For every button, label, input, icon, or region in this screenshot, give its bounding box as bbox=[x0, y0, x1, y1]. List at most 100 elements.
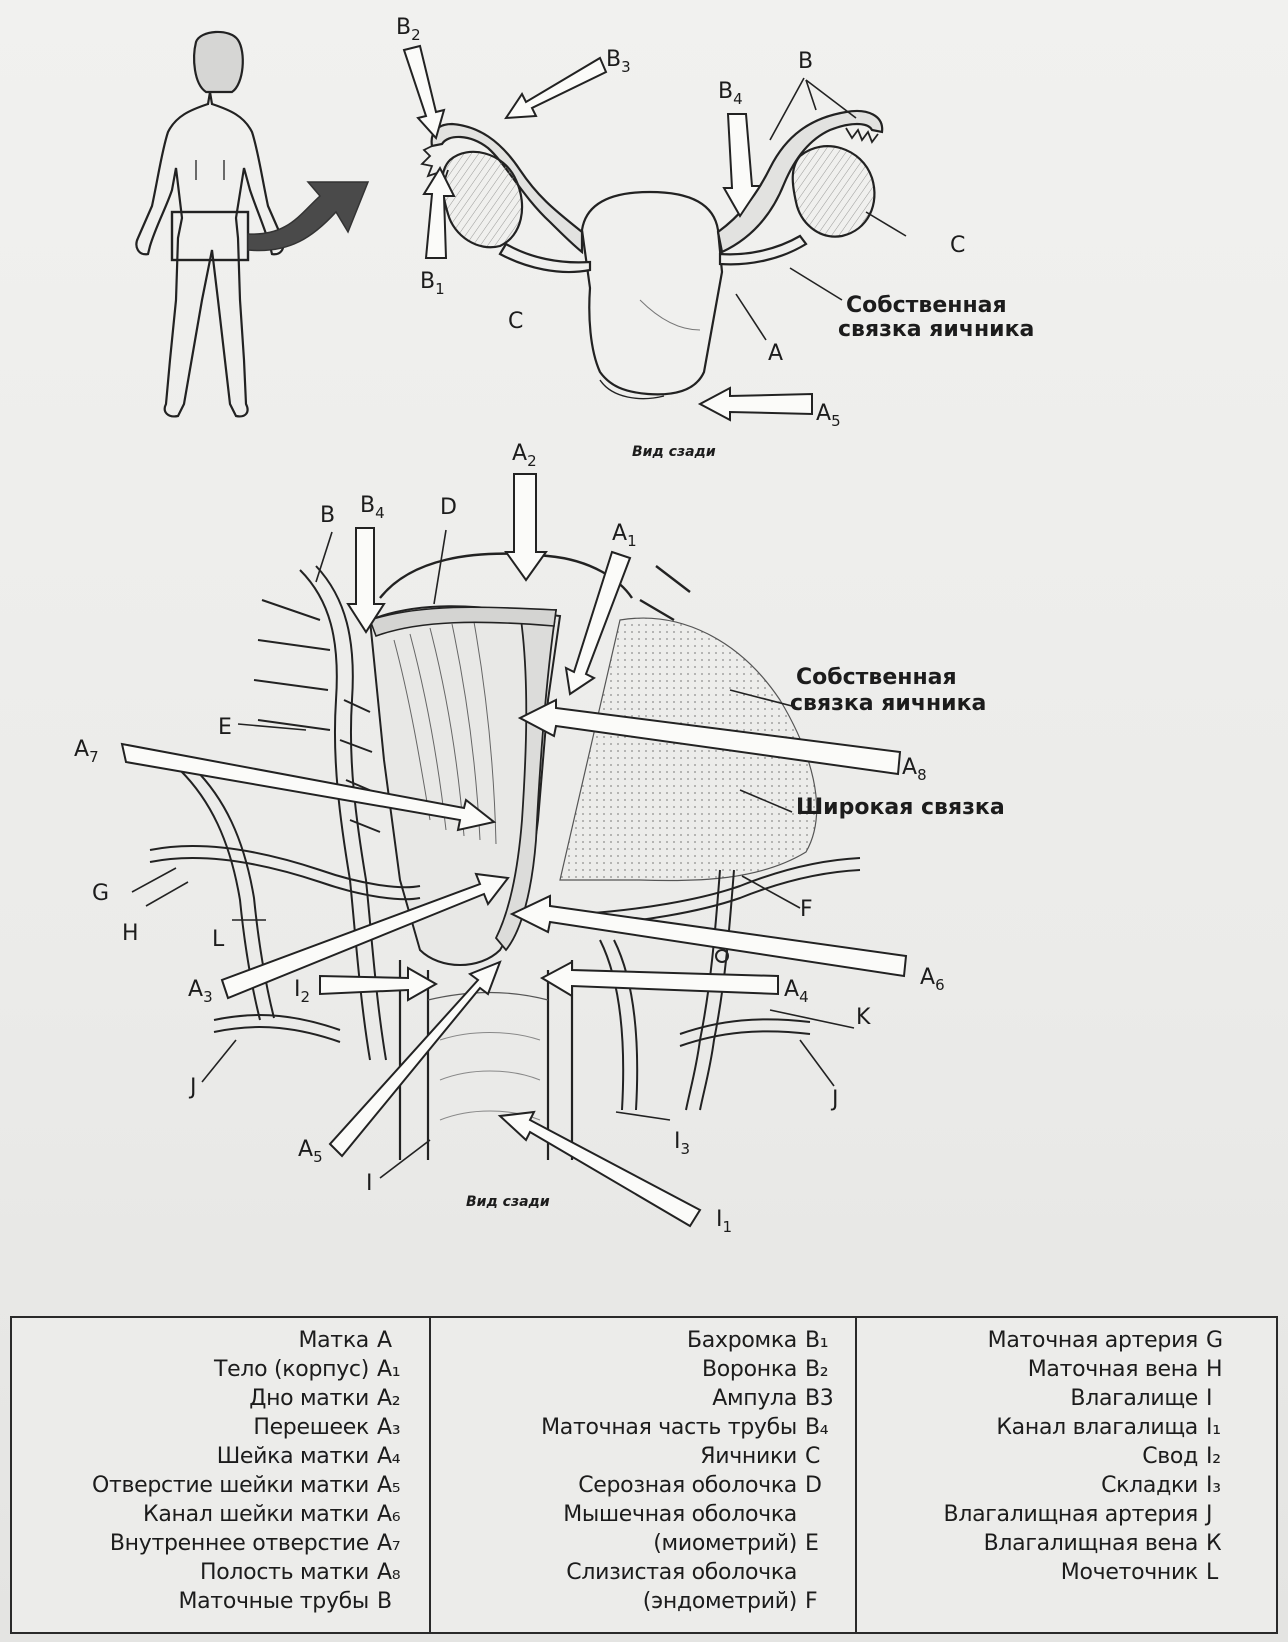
label-h: H bbox=[122, 921, 139, 946]
legend-row: Влагалищная артерияJ bbox=[863, 1500, 1270, 1529]
bottom-caption: Вид сзади bbox=[466, 1194, 550, 1210]
label-a4: A4 bbox=[784, 977, 809, 1006]
label-b3: B3 bbox=[606, 47, 631, 76]
legend-term: Свод bbox=[863, 1442, 1206, 1471]
legend-term: Серозная оболочка bbox=[437, 1471, 805, 1500]
legend-term: Воронка bbox=[437, 1355, 805, 1384]
broad-ligament-label: Широкая связка bbox=[796, 795, 1005, 820]
legend-code: I bbox=[1206, 1384, 1270, 1413]
label-e: E bbox=[218, 715, 232, 740]
legend-term: Складки bbox=[863, 1471, 1206, 1500]
label-i3: I3 bbox=[674, 1129, 690, 1158]
label-b4: B4 bbox=[718, 79, 743, 108]
legend-code: A₃ bbox=[377, 1413, 423, 1442]
hair bbox=[194, 32, 243, 92]
legend-code: D bbox=[805, 1471, 849, 1500]
legend-term: Канал шейки матки bbox=[18, 1500, 377, 1529]
legend-code: A₄ bbox=[377, 1442, 423, 1471]
legend-code: A₇ bbox=[377, 1529, 423, 1558]
legend-row: СкладкиI₃ bbox=[863, 1471, 1270, 1500]
legend-code: C bbox=[805, 1442, 849, 1471]
legend-term: Ампула bbox=[437, 1384, 805, 1413]
legend-term: Маточная вена bbox=[863, 1355, 1206, 1384]
legend-code: B3 bbox=[805, 1384, 849, 1413]
legend-row: (эндометрий)F bbox=[437, 1587, 849, 1616]
label-l: L bbox=[212, 927, 225, 952]
legend-term: Влагалище bbox=[863, 1384, 1206, 1413]
label-i1: I1 bbox=[716, 1207, 732, 1236]
legend-code: B₁ bbox=[805, 1326, 849, 1355]
ovarian-ligament-line2: связка яичника bbox=[838, 317, 1034, 342]
legend-row: (миометрий)E bbox=[437, 1529, 849, 1558]
label-a2: A2 bbox=[512, 441, 537, 470]
ovarian-ligament-line1: Собственная bbox=[846, 293, 1007, 318]
legend-code: H bbox=[1206, 1355, 1270, 1384]
legend-row: Маточная часть трубыB₄ bbox=[437, 1413, 849, 1442]
legend-row: Полость маткиA₈ bbox=[18, 1558, 423, 1587]
legend-term: Мочеточник bbox=[863, 1558, 1206, 1587]
legend-code: A bbox=[377, 1326, 423, 1355]
label-i2: I2 bbox=[294, 977, 310, 1006]
label-d: D bbox=[440, 495, 457, 520]
legend-row: Тело (корпус)A₁ bbox=[18, 1355, 423, 1384]
label-i: I bbox=[366, 1171, 373, 1196]
label-a5-section: A5 bbox=[298, 1137, 323, 1166]
legend-code: A₆ bbox=[377, 1500, 423, 1529]
legend-row: Канал шейки маткиA₆ bbox=[18, 1500, 423, 1529]
legend-code: К bbox=[1206, 1529, 1270, 1558]
legend-term: Яичники bbox=[437, 1442, 805, 1471]
legend-term: Влагалищная артерия bbox=[863, 1500, 1206, 1529]
anatomy-illustration: B2 B3 B4 B B1 C C A A5 Собственная связк… bbox=[0, 0, 1288, 1316]
legend-term: Отверстие шейки матки bbox=[18, 1471, 377, 1500]
legend-code: I₂ bbox=[1206, 1442, 1270, 1471]
legend-code: A₅ bbox=[377, 1471, 423, 1500]
legend-row: Мышечная оболочка bbox=[437, 1500, 849, 1529]
legend-term: Перешеек bbox=[18, 1413, 377, 1442]
ovarian-ligament-section-line1: Собственная bbox=[796, 665, 957, 690]
legend-code: B₄ bbox=[805, 1413, 849, 1442]
legend-term: (миометрий) bbox=[437, 1529, 805, 1558]
legend-row: Серозная оболочкаD bbox=[437, 1471, 849, 1500]
legend-code: J bbox=[1206, 1500, 1270, 1529]
legend-term: Канал влагалища bbox=[863, 1413, 1206, 1442]
label-b2: B2 bbox=[396, 15, 421, 44]
label-f: F bbox=[800, 897, 813, 922]
label-b-section: B bbox=[320, 503, 335, 528]
legend-code: A₁ bbox=[377, 1355, 423, 1384]
legend-code: A₂ bbox=[377, 1384, 423, 1413]
legend-term: Маточная артерия bbox=[863, 1326, 1206, 1355]
legend-term: Бахромка bbox=[437, 1326, 805, 1355]
legend-term: Слизистая оболочка bbox=[437, 1558, 805, 1587]
legend-code: E bbox=[805, 1529, 849, 1558]
legend-code: L bbox=[1206, 1558, 1270, 1587]
legend-term: Внутреннее отверстие bbox=[18, 1529, 377, 1558]
legend-code: B bbox=[377, 1587, 423, 1616]
legend-term: Матка bbox=[18, 1326, 377, 1355]
legend-row: МочеточникL bbox=[863, 1558, 1270, 1587]
legend-code: I₁ bbox=[1206, 1413, 1270, 1442]
label-a1: A1 bbox=[612, 521, 637, 550]
body-silhouette bbox=[136, 32, 283, 416]
ovarian-ligament-section-line2: связка яичника bbox=[790, 691, 986, 716]
legend-term: Дно матки bbox=[18, 1384, 377, 1413]
label-a8: A8 bbox=[902, 755, 927, 784]
label-a3: A3 bbox=[188, 977, 213, 1006]
label-j-right: J bbox=[830, 1087, 839, 1112]
label-k: K bbox=[856, 1005, 871, 1030]
